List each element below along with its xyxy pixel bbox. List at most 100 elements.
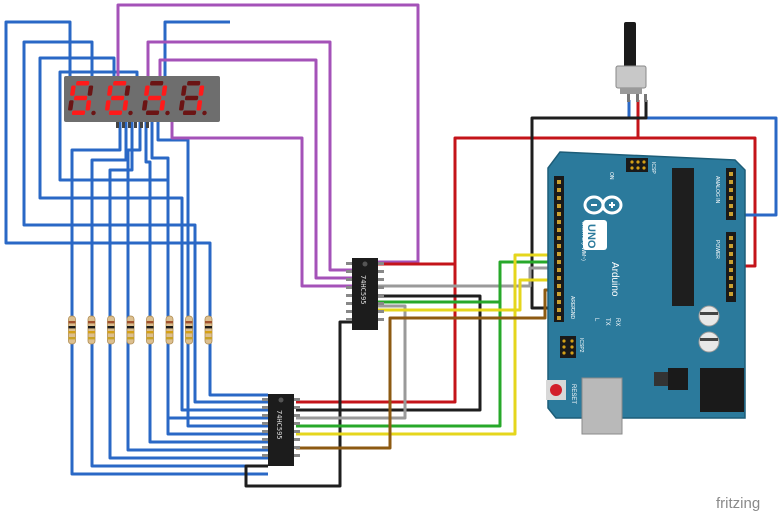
on-label: ON	[608, 172, 614, 180]
wire-purple	[146, 40, 352, 272]
segment	[107, 85, 113, 96]
wire-black	[244, 320, 352, 488]
fritzing-watermark: fritzing	[716, 495, 760, 512]
digit	[105, 81, 133, 116]
segment	[122, 100, 129, 111]
resistor	[107, 315, 115, 345]
wire-black	[530, 100, 648, 310]
resistor	[204, 315, 213, 345]
board-pcb	[547, 151, 746, 419]
wire-black	[296, 294, 482, 412]
shift-register-upper: 74HC595	[346, 258, 384, 330]
segment	[182, 110, 197, 115]
power-label: POWER	[714, 240, 720, 259]
segment	[145, 110, 160, 115]
shift-register-lower: 74HC595	[262, 394, 300, 466]
digit	[68, 81, 96, 116]
chip-pins	[262, 398, 300, 457]
icsp2-label: ICSP2	[578, 338, 584, 353]
rx-label: RX	[614, 318, 620, 326]
wire-yellow	[378, 278, 553, 312]
tx-label: TX	[604, 318, 610, 326]
digital-header	[554, 176, 564, 322]
gnd-label: GND	[569, 308, 575, 320]
wire-blue	[38, 56, 268, 412]
resistor	[126, 315, 135, 345]
segment	[70, 85, 76, 96]
analog-label: ANALOG IN	[714, 176, 720, 204]
segment	[179, 100, 185, 111]
segment	[142, 100, 148, 111]
l-label: L	[593, 318, 599, 322]
analog-header	[726, 168, 736, 220]
chip-body	[352, 258, 378, 330]
segment	[71, 110, 86, 115]
decimal-point	[128, 110, 133, 116]
wire-blue	[144, 122, 268, 444]
decimal-point	[91, 110, 96, 116]
segment	[196, 100, 203, 111]
wire-blue	[156, 122, 268, 428]
voltage-regulator	[668, 368, 688, 390]
segment	[105, 100, 111, 111]
brand-label: Arduino	[609, 262, 620, 297]
wire-blue	[4, 20, 268, 397]
resistor	[185, 315, 193, 345]
seven-segment-display	[64, 76, 220, 128]
wire-blue	[70, 122, 268, 476]
arduino-uno-board: RESET DIGITAL (PWM~) AREF GND ICSP ICSP2…	[546, 151, 746, 435]
wire-blue	[90, 122, 268, 468]
icsp-header	[626, 158, 648, 172]
aref-label: AREF	[569, 296, 575, 309]
segment	[85, 100, 92, 111]
wires	[4, 3, 778, 488]
segment	[147, 95, 162, 101]
segment	[161, 85, 168, 96]
pot-shaft	[624, 22, 636, 68]
display-digits	[68, 81, 207, 116]
wire-gray	[378, 266, 553, 288]
segment	[184, 95, 199, 101]
segment	[124, 85, 131, 96]
model-label: UNO	[585, 224, 597, 249]
wire-red	[378, 100, 640, 266]
microcontroller-chip	[672, 168, 694, 306]
digit	[142, 81, 170, 116]
reset-label: RESET	[570, 384, 576, 404]
segment	[108, 110, 123, 115]
power-header	[726, 232, 736, 302]
digit	[179, 81, 207, 116]
wire-purple	[116, 3, 420, 264]
decimal-point	[165, 110, 170, 116]
resistor	[68, 315, 76, 345]
power-jack	[700, 368, 744, 412]
segment	[113, 81, 127, 86]
chip-body	[268, 394, 294, 466]
chip-pins	[346, 262, 384, 321]
segment	[144, 85, 150, 96]
wire-yellow	[296, 253, 553, 436]
uno-badge	[583, 220, 607, 250]
wire-green	[296, 302, 502, 428]
segment	[76, 81, 90, 86]
resistor	[87, 315, 96, 345]
wire-blue	[627, 100, 778, 217]
wire-gray	[296, 304, 407, 420]
reset-icon	[550, 384, 562, 396]
segment	[187, 81, 201, 86]
segment	[181, 85, 187, 96]
wire-blue	[22, 40, 268, 404]
pot-body	[615, 65, 647, 89]
segment	[73, 95, 88, 101]
wire-brown	[296, 288, 553, 450]
chip-label: 74HC595	[359, 275, 367, 305]
wire-purple	[170, 103, 352, 288]
resistor	[165, 315, 174, 345]
wire-purple	[158, 58, 352, 280]
chip-label: 74HC595	[275, 410, 283, 440]
potentiometer	[615, 22, 647, 102]
wire-blue	[150, 122, 268, 436]
resistor-array	[68, 315, 213, 345]
